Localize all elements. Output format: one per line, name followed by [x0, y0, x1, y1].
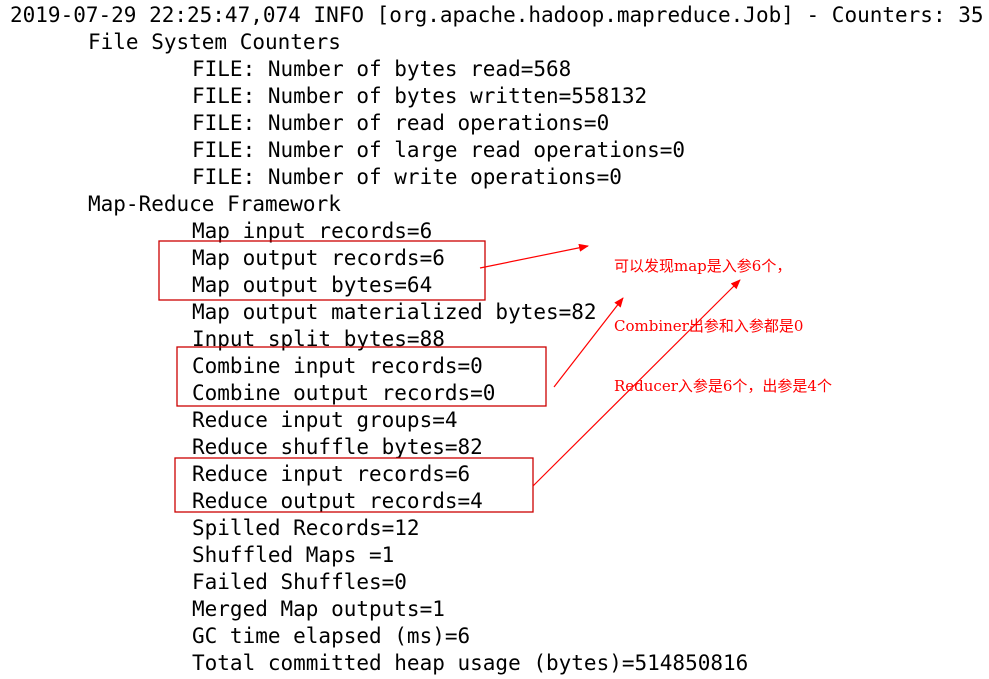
counter-line: FILE: Number of read operations=0: [192, 111, 610, 135]
counter-line: Spilled Records=12: [192, 516, 420, 540]
counter-line: FILE: Number of bytes read=568: [192, 57, 572, 81]
counter-line: FILE: Number of large read operations=0: [192, 138, 686, 162]
counter-line: Input split bytes=88: [192, 327, 445, 351]
log-header-line: 2019-07-29 22:25:47,074 INFO [org.apache…: [10, 3, 984, 27]
counter-line: Combine input records=0: [192, 354, 483, 378]
group-title-file-system: File System Counters: [88, 30, 341, 54]
group-title-map-reduce: Map-Reduce Framework: [88, 192, 341, 216]
counter-line: Map output materialized bytes=82: [192, 300, 597, 324]
annotation-note: 可以发现map是入参6个， Combiner出参和入参都是0 Reducer入参…: [614, 216, 832, 436]
counter-line: Map output records=6: [192, 246, 445, 270]
counter-line: Shuffled Maps =1: [192, 543, 395, 567]
counter-line: Map output bytes=64: [192, 273, 433, 297]
counter-line: Failed Shuffles=0: [192, 570, 407, 594]
counter-line: Reduce shuffle bytes=82: [192, 435, 483, 459]
counter-line: Map input records=6: [192, 219, 433, 243]
counter-line: FILE: Number of write operations=0: [192, 165, 622, 189]
annotation-line-map: 可以发现map是入参6个，: [614, 257, 792, 275]
counter-line: FILE: Number of bytes written=558132: [192, 84, 648, 108]
counter-line: Combine output records=0: [192, 381, 496, 405]
annotation-line-reducer: Reducer入参是6个，出参是4个: [614, 377, 832, 395]
counter-line: Merged Map outputs=1: [192, 597, 445, 621]
counter-line: Reduce input groups=4: [192, 408, 458, 432]
annotation-line-combiner: Combiner出参和入参都是0: [614, 317, 804, 335]
counter-line: GC time elapsed (ms)=6: [192, 624, 471, 648]
counter-line: Reduce input records=6: [192, 462, 471, 486]
counter-line: Total committed heap usage (bytes)=51485…: [192, 651, 749, 675]
counter-line: Reduce output records=4: [192, 489, 483, 513]
